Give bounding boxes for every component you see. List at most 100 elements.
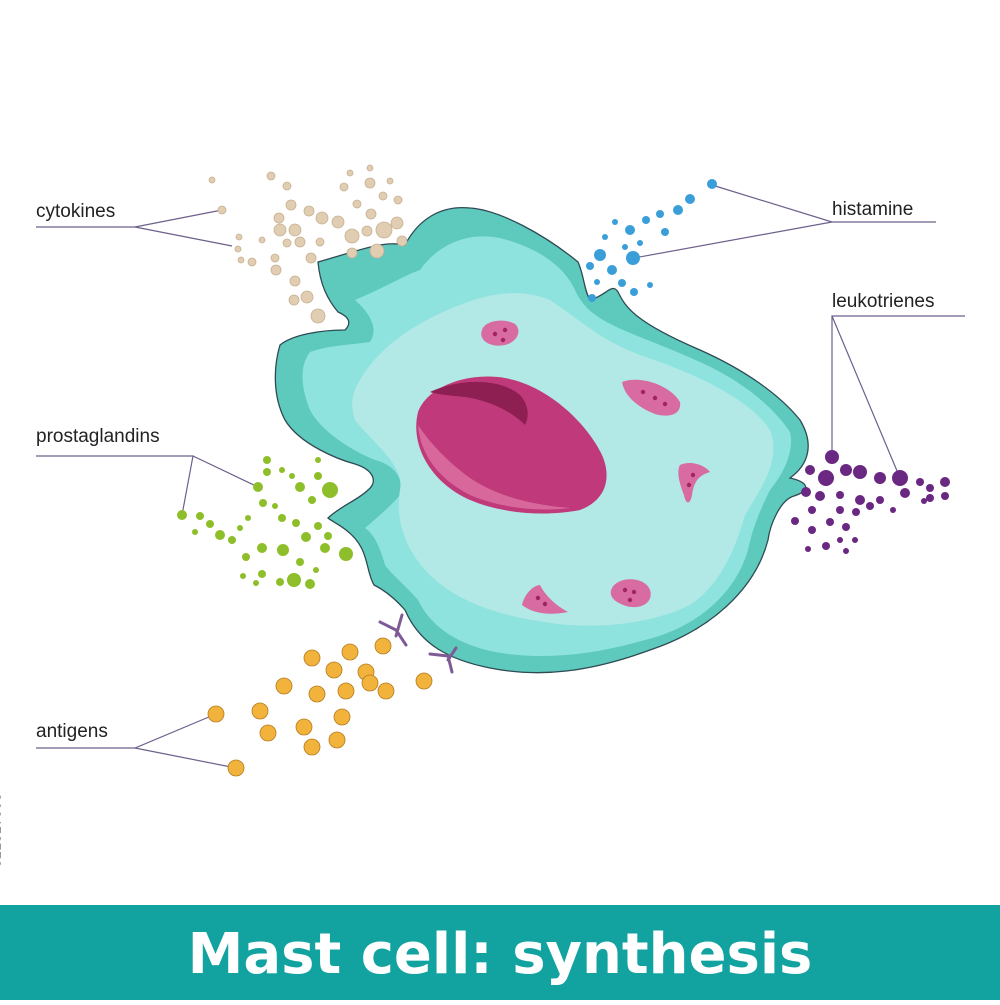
prostaglandins-particle [263,456,271,464]
antigens-particle [374,637,392,655]
prostaglandins-particle [287,573,301,587]
prostaglandins-leader-2 [192,455,259,488]
cytokines-particle [364,177,376,189]
prostaglandins-particle [322,482,338,498]
leukotrienes-particle [916,478,924,486]
cytokines-particle [294,236,306,248]
title-banner: Mast cell: synthesis [0,905,1000,1000]
antigens-leader-2 [134,747,237,769]
histamine-particle [656,210,664,218]
histamine-particle [661,228,669,236]
leukotrienes-particle [941,492,949,500]
prostaglandins-leader [36,455,194,516]
cytokines-leader-2 [134,226,233,247]
cytokines-particle [234,245,242,253]
cytokines-particle [258,236,266,244]
cytokines-particle [270,264,282,276]
leukotrienes-particle [805,465,815,475]
antigens-particle [259,724,277,742]
histamine-particle [618,279,626,287]
prostaglandins-particle [289,473,295,479]
leukotrienes-particle [900,488,910,498]
receptors [378,613,458,674]
cytokines-particle [352,199,362,209]
diagram-title: Mast cell: synthesis [187,922,813,987]
antigens-particle [341,643,359,661]
antigens-particle [207,705,225,723]
prostaglandins-particle [339,547,353,561]
antigens-particle [328,731,346,749]
leukotrienes-label: leukotrienes [832,291,935,312]
leukotrienes-particle [836,491,844,499]
cytokines-particle [315,211,329,225]
prostaglandins-particle [295,482,305,492]
prostaglandins-particle [301,532,311,542]
leukotrienes-particle [808,526,816,534]
leukotrienes-particle [842,523,850,531]
prostaglandins-particle [242,553,250,561]
leukotrienes-particle [843,548,849,554]
cytokines-label: cytokines [36,201,116,222]
histamine-particle [594,279,600,285]
cytokines-particle [237,256,245,264]
prostaglandins-particle [228,536,236,544]
prostaglandins-particle [314,522,322,530]
cytokines-particle [331,215,345,229]
prostaglandins-particle [277,544,289,556]
leukotrienes-particle [825,450,839,464]
histamine-particle [612,219,618,225]
antigens-particle [251,702,269,720]
prostaglandins-particle [253,482,263,492]
histamine-particle [588,294,596,302]
prostaglandins-particle [177,510,187,520]
antigens-particle [377,682,395,700]
cytokines-particle [270,253,280,263]
cytokines-particle [266,171,276,181]
cytokines-particle [289,275,301,287]
cytokines-particle [378,191,388,201]
leukotrienes-particle [921,498,927,504]
histamine-label: histamine [832,199,914,220]
receptor [378,613,408,647]
nucleus-fold [430,381,528,425]
leukotrienes-particle [874,472,886,484]
leukotrienes-particle [852,537,858,543]
cytokines-particle [285,199,297,211]
prostaglandins-label: prostaglandins [36,426,160,447]
prostaglandins-particle [313,567,319,573]
cytokines-particle [305,252,317,264]
prostaglandins-particle [257,543,267,553]
cytokines-particle [365,208,377,220]
prostaglandins-particle [196,512,204,520]
prostaglandins-particle [315,457,321,463]
leukotrienes-particle [853,465,867,479]
prostaglandins-particle [258,570,266,578]
antigens-particle [303,738,321,756]
antigens-particle [361,674,379,692]
prostaglandins-particle [314,472,322,480]
nucleus-highlight [418,425,570,510]
prostaglandins-particle [263,468,271,476]
leukotrienes-particle [808,506,816,514]
cytokines-particle [344,228,360,244]
antigens-particle [303,649,321,667]
leukotrienes-particle [855,495,865,505]
prostaglandins-particle [305,579,315,589]
prostaglandins-particle [240,573,246,579]
cytokines-particle [393,195,403,205]
leukotrienes-particle [876,496,884,504]
histamine-particle [602,234,608,240]
receptor [428,646,458,674]
leukotrienes-particle [866,502,874,510]
histamine-particle [642,216,650,224]
leukotrienes-leader [831,315,965,457]
granule [610,579,651,608]
leukotrienes-particle [926,484,934,492]
antigens-particle [333,708,351,726]
histamine-particle [594,249,606,261]
leukotrienes-particle [940,477,950,487]
leukotrienes-leader-2 [831,315,901,479]
histamine-leader-2 [633,221,833,259]
cytokines-particle [310,308,326,324]
